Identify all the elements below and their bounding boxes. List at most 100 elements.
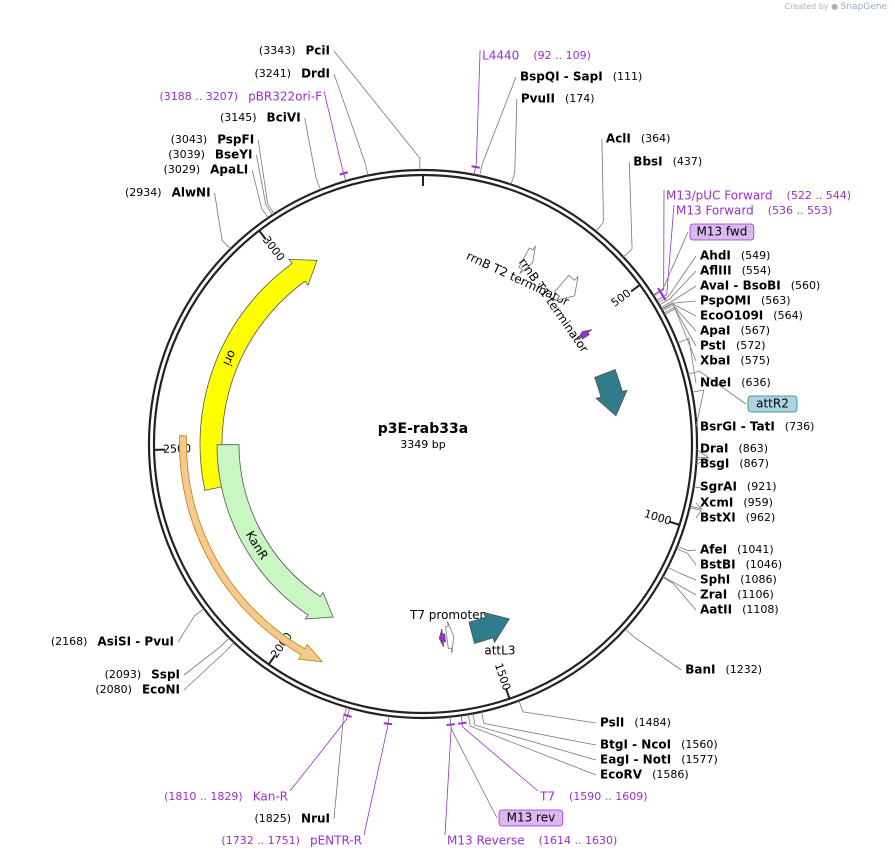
enzyme-pcii[interactable]: PciI(3343) (259, 44, 330, 58)
primer-name: M13 Reverse (447, 834, 525, 848)
primer-range: (1614 .. 1630) (539, 834, 618, 847)
m13-rev-site-arrow (438, 628, 446, 648)
primer-kan-r[interactable]: Kan-R(1810 .. 1829) (164, 713, 352, 804)
enzyme-bstxi[interactable]: BstXI(962) (700, 511, 775, 525)
enzyme-position: (437) (673, 155, 703, 168)
enzyme-position: (3039) (168, 148, 205, 161)
enzyme-name: BciVI (267, 111, 301, 125)
primer-pentr-r-leader (363, 715, 390, 836)
enzyme-eagi-noti[interactable]: EagI - NotI(1577) (600, 753, 718, 767)
enzyme-position: (921) (747, 480, 777, 493)
enzyme-alwni[interactable]: AlwNI(2934) (125, 186, 211, 200)
enzyme-bbsi[interactable]: BbsI(437) (633, 155, 702, 169)
primer-m13-puc-forward[interactable]: M13/pUC Forward(522 .. 544) (657, 189, 851, 296)
m13-fwd-label[interactable]: M13 fwd (689, 223, 755, 241)
primer-kan-r-leader (289, 707, 351, 792)
enzyme-name: BsrGI - TatI (700, 420, 775, 434)
enzyme-afliii[interactable]: AflIII(554) (700, 264, 771, 278)
watermark-prefix: Created by (784, 2, 829, 11)
enzyme-sphi[interactable]: SphI(1086) (700, 573, 777, 587)
primer-site-mark (471, 165, 480, 169)
enzyme-bstbi[interactable]: BstBI(1046) (700, 558, 782, 572)
primer-m13-reverse[interactable]: M13 Reverse (1614 .. 1630) (446, 723, 618, 848)
watermark-brand: SnapGene (840, 2, 887, 12)
enzyme-name: NruI (301, 812, 330, 826)
enzyme-bani[interactable]: BanI(1232) (685, 663, 762, 677)
enzyme-psti[interactable]: PstI(572) (700, 339, 766, 353)
enzyme-bseyi[interactable]: BseYI(3039) (168, 148, 252, 162)
ori-arrow (199, 258, 318, 491)
enzyme-name: PspFI (217, 133, 254, 147)
primer-m13-forward[interactable]: M13 Forward(536 .. 553) (660, 204, 833, 301)
enzyme-ndei[interactable]: NdeI(636) (700, 376, 771, 390)
enzyme-econi[interactable]: EcoNI(2080) (95, 683, 180, 697)
enzyme-name: PvuII (521, 92, 555, 106)
primer-range: (536 .. 553) (768, 204, 833, 217)
enzyme-position: (3241) (254, 67, 291, 80)
tick-mark-1500 (505, 687, 511, 700)
enzyme-pspomi[interactable]: PspOMI(563) (700, 294, 791, 308)
enzyme-position: (1586) (652, 768, 689, 781)
enzyme-avai-bsobi[interactable]: AvaI - BsoBI(560) (700, 279, 820, 293)
enzyme-avai-bsobi-leader (660, 285, 697, 309)
enzyme-xbai[interactable]: XbaI(575) (700, 354, 770, 368)
enzyme-ahdi[interactable]: AhdI(549) (700, 249, 770, 263)
enzyme-xcmi[interactable]: XcmI(959) (700, 496, 773, 510)
primer-l4440[interactable]: L4440(92 .. 109) (471, 49, 591, 169)
enzyme-pvuii[interactable]: PvuII (174) (521, 92, 595, 106)
enzyme-zrai[interactable]: ZraI(1106) (700, 588, 774, 602)
enzyme-ecorv[interactable]: EcoRV(1586) (600, 768, 689, 782)
primer-t7[interactable]: T7(1590 .. 1609) (457, 721, 648, 804)
enzyme-psli[interactable]: PslI(1484) (600, 716, 671, 730)
enzyme-econi-leader (183, 642, 235, 691)
enzyme-bsgi[interactable]: BsgI(867) (700, 457, 769, 471)
enzyme-name: PciI (306, 44, 331, 58)
enzyme-asisi-pvui[interactable]: AsiSI - PvuI(2168) (51, 635, 174, 649)
enzyme-nrui[interactable]: NruI(1825) (254, 812, 330, 826)
enzyme-aatii[interactable]: AatII(1108) (700, 603, 779, 617)
primer-name: Kan-R (253, 790, 288, 804)
enzyme-sgrai[interactable]: SgrAI(921) (700, 480, 777, 494)
enzyme-name: BstXI (700, 511, 736, 525)
attr2-label[interactable]: attR2 (747, 395, 798, 413)
enzyme-drdi[interactable]: DrdI(3241) (254, 67, 330, 81)
enzyme-name: BtgI - NcoI (600, 738, 671, 752)
enzyme-position: (111) (613, 70, 643, 83)
enzyme-position: (174) (565, 92, 595, 105)
enzyme-apai[interactable]: ApaI(567) (700, 324, 770, 338)
enzyme-bsrgi-tati[interactable]: BsrGI - TatI(736) (700, 420, 814, 434)
enzyme-apali[interactable]: ApaLI(3029) (164, 163, 249, 177)
m13-rev-label[interactable]: M13 rev (498, 809, 564, 827)
enzyme-drai[interactable]: DraI(863) (700, 442, 768, 456)
enzyme-afei[interactable]: AfeI(1041) (700, 543, 774, 557)
site-labels: PciI(3343) DrdI(3241) BciVI(3145) PspFI(304… (51, 44, 851, 848)
enzyme-position: (554) (742, 264, 772, 277)
enzyme-eagi-noti-leader (472, 713, 597, 761)
m13-fwd-label-text: M13 fwd (696, 225, 747, 239)
enzyme-pspfi[interactable]: PspFI(3043) (171, 133, 255, 147)
enzyme-name: EagI - NotI (600, 753, 671, 767)
enzyme-bstbi-leader (676, 548, 697, 566)
primer-m13-reverse-leader (444, 716, 452, 836)
enzyme-sgrai-leader (693, 486, 706, 490)
enzyme-position: (1086) (740, 573, 777, 586)
enzyme-bsgi-leader (695, 458, 709, 465)
attr2-label-text: attR2 (756, 397, 789, 411)
enzyme-xbai-leader (664, 308, 697, 362)
enzyme-sspi-leader (183, 637, 230, 676)
enzyme-bcivi[interactable]: BciVI(3145) (220, 111, 301, 125)
enzyme-name: AclI (606, 132, 631, 146)
m13-rev-label-leader (449, 716, 498, 819)
enzyme-sspi[interactable]: SspI(2093) (105, 668, 180, 682)
t7-promoter-arrow (445, 621, 455, 654)
primer-pentr-r[interactable]: pENTR-R(1732 .. 1751) (221, 722, 393, 848)
enzyme-bspqi-sapi[interactable]: BspQI - SapI(111) (520, 70, 642, 84)
enzyme-position: (2093) (105, 668, 142, 681)
primer-pbr322ori-f[interactable]: pBR322ori-F(3188 .. 3207) (160, 90, 349, 176)
enzyme-acli[interactable]: AclI(364) (606, 132, 671, 146)
attr2-arrow (594, 368, 628, 417)
enzyme-ecoo109i[interactable]: EcoO109I(564) (700, 309, 803, 323)
primer-site-mark (383, 722, 393, 726)
enzyme-btgi-ncoi[interactable]: BtgI - NcoI(1560) (600, 738, 718, 752)
enzyme-pcii-leader (333, 50, 421, 171)
